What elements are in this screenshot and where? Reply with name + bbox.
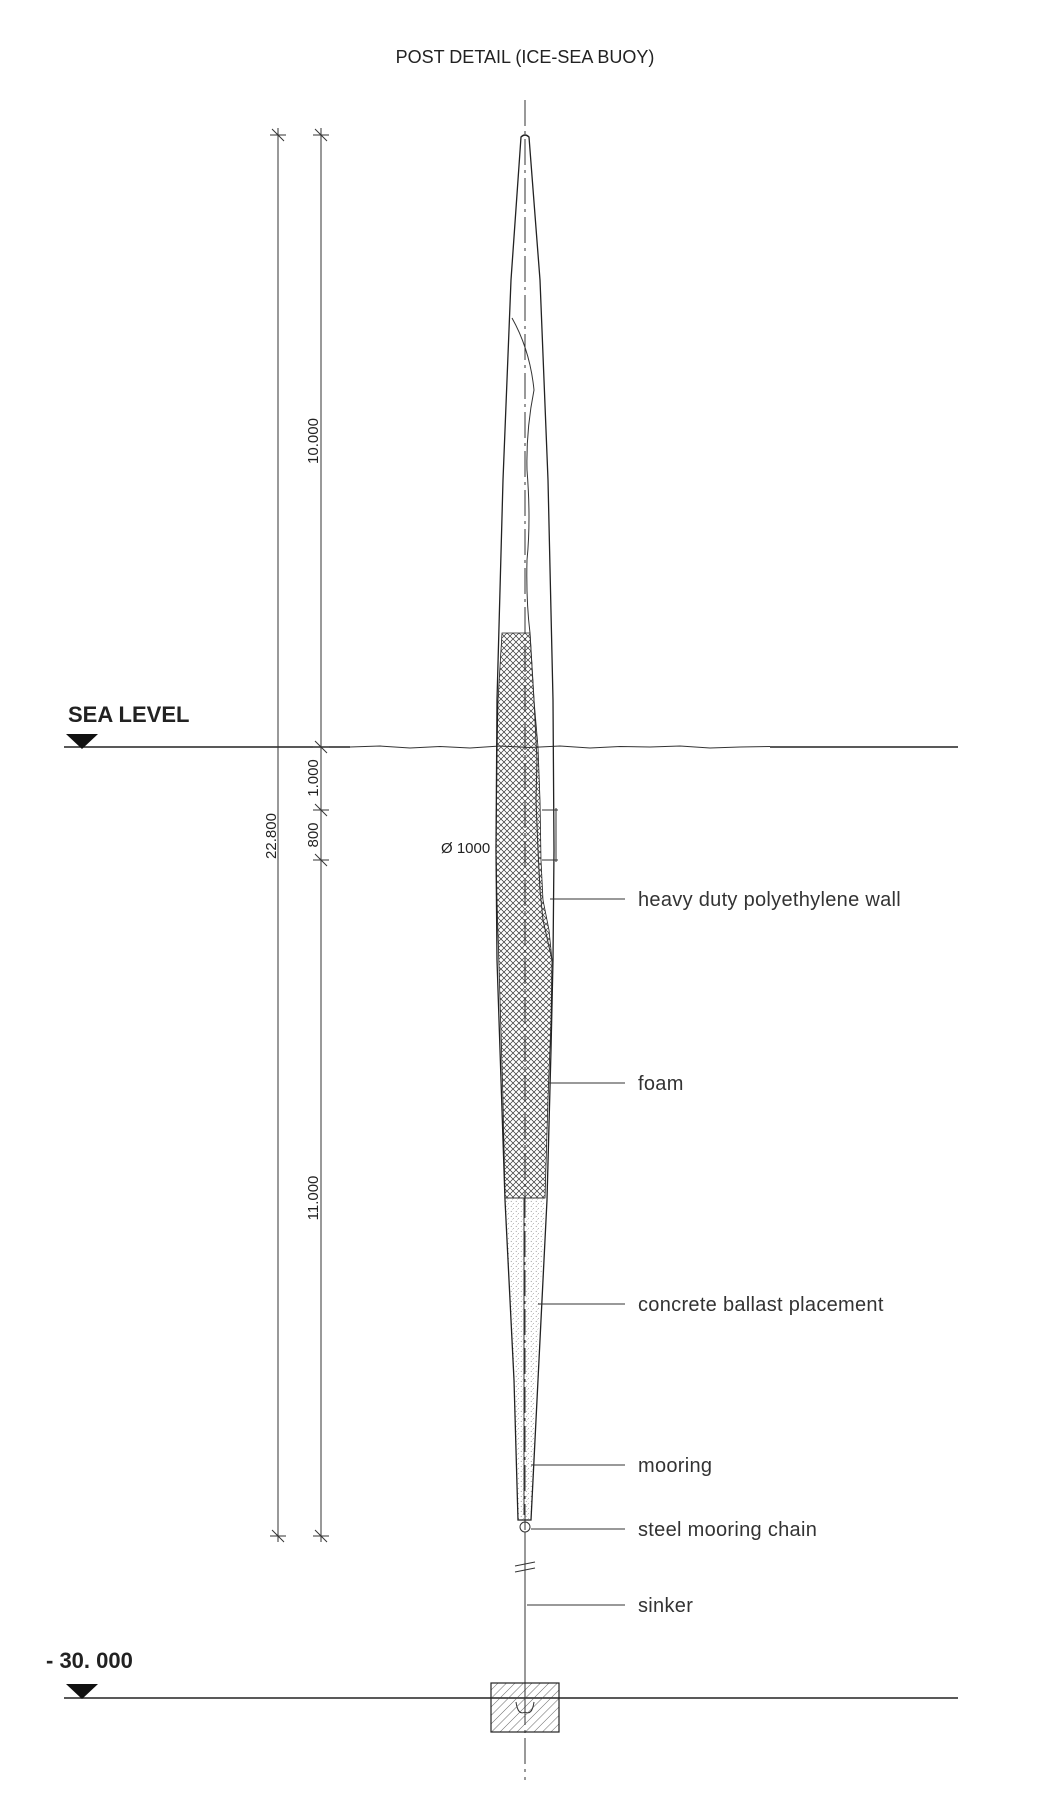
drawing-title: POST DETAIL (ICE-SEA BUOY)	[396, 47, 655, 67]
callout-chain: steel mooring chain	[638, 1519, 817, 1541]
callout-foam: foam	[638, 1073, 684, 1095]
below-sea-1-dimension-label: 1.000	[305, 759, 322, 797]
callout-sinker: sinker	[638, 1595, 693, 1617]
callout-leader-lines	[527, 898, 625, 1606]
below-sea-2-dimension-label: 800	[305, 822, 322, 847]
inner-wall-profile	[529, 632, 553, 961]
top-section-dimension-label: 10.000	[305, 418, 322, 464]
diameter-indicator	[542, 808, 558, 862]
seabed-marker-icon	[66, 1684, 98, 1699]
sea-level-label: SEA LEVEL	[68, 702, 189, 727]
diameter-label: Ø 1000	[441, 840, 490, 857]
segment-dimension-line	[313, 128, 329, 1543]
buoy-outer-outline	[495, 134, 555, 1521]
chain-break-icon	[514, 1561, 536, 1573]
overall-dimension-line	[270, 128, 286, 1543]
sea-level-line	[64, 745, 958, 749]
callout-wall: heavy duty polyethylene wall	[638, 889, 901, 911]
anchor-hook-icon	[515, 1685, 535, 1714]
sea-level-marker-icon	[66, 734, 98, 749]
overall-dimension-label: 22.800	[263, 813, 280, 859]
foam-region	[495, 632, 553, 1199]
callout-ballast: concrete ballast placement	[638, 1294, 884, 1316]
concrete-ballast-region	[505, 1198, 545, 1520]
upper-inner-line	[511, 317, 535, 634]
seabed-level-label: - 30. 000	[46, 1648, 133, 1673]
lower-section-dimension-label: 11.000	[305, 1176, 322, 1221]
callout-mooring: mooring	[638, 1455, 712, 1477]
